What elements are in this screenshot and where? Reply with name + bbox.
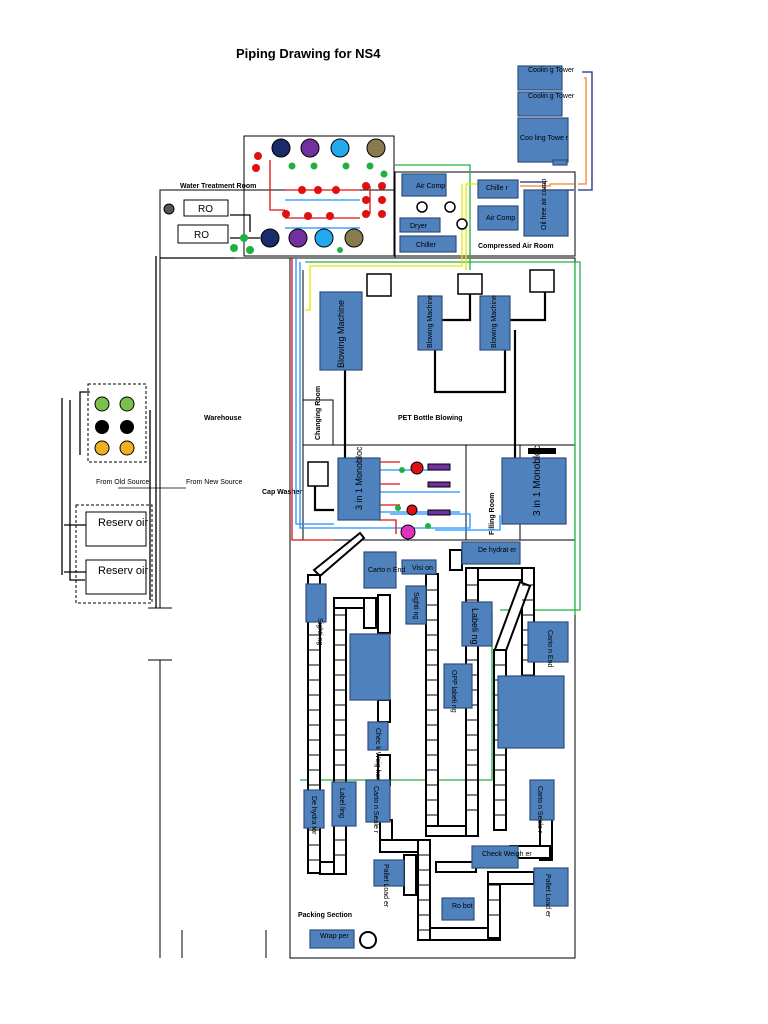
label-new-source: From New Source: [186, 479, 243, 486]
ro-1: [183, 199, 229, 217]
check-weighing-label: Chec k Weig her: [374, 728, 381, 780]
blowing-machine-1: [319, 291, 363, 371]
blowing-machine-3-label: Blowing Machine: [491, 295, 498, 348]
air-comp-1: [401, 173, 447, 197]
pallet-loader-2: [533, 867, 569, 907]
monobloc-2-label: 3 in 1 Monobloc: [532, 445, 543, 516]
carton-sealer-1-label: Carto n Seale r: [372, 786, 379, 834]
chiller-label: Chiller: [416, 242, 437, 249]
vision-label: Visi on: [412, 565, 433, 572]
monobloc-1: [337, 457, 381, 521]
dehydrator-2: [303, 789, 325, 829]
carton-sealer-1: [365, 779, 391, 823]
reservoir-2-label: Reserv oir: [98, 565, 148, 577]
carton-end-2: [527, 621, 569, 663]
monobloc-1-label: 3 in 1 Monobloc: [354, 446, 364, 510]
chiller: [399, 235, 457, 253]
label-cap-washer: Cap Washer: [262, 489, 302, 496]
labeling-3-label: Label ling: [338, 788, 345, 818]
chiller-top-label: Chille r: [486, 185, 508, 192]
sighting-1: [305, 583, 327, 623]
dryer: [399, 217, 441, 233]
oil-free-comp: [523, 189, 569, 237]
robot: [441, 897, 475, 921]
blowing-machine-3: [479, 295, 511, 351]
source-tanks: [94, 396, 135, 456]
label-warehouse: Warehouse: [204, 415, 242, 422]
carton-end-1: [363, 551, 397, 589]
case-packer: [497, 675, 565, 749]
label-packing: Packing Section: [298, 912, 352, 919]
sighting-2: [405, 585, 427, 625]
cooling-tower-1-label: Coolin g Tower: [528, 67, 575, 74]
ro-1-label: RO: [198, 204, 213, 215]
pallet-loader-2-label: Pallet Load er: [544, 874, 551, 918]
cooling-tower-3-label: Coo ling Towe r: [520, 135, 569, 142]
diagram-title: Piping Drawing for NS4: [236, 46, 381, 61]
blowing-machine-2: [417, 295, 443, 351]
water-tanks: [230, 138, 388, 254]
labeling-1: [461, 601, 493, 647]
carton-end-2-label: Carto n End: [546, 630, 553, 667]
robot-label: Ro bot: [452, 903, 473, 910]
check-weighing: [367, 721, 389, 751]
cooling-tower-2-label: Coolin g Tower: [528, 93, 575, 100]
pallet-loader-1-label: Pallet Load er: [382, 864, 389, 908]
label-compressed-air: Compressed Air Room: [478, 243, 554, 250]
dehydrator-label: De hydrat er: [478, 547, 517, 554]
pallet-loader-1: [373, 859, 405, 887]
sighting-1-label: Sighti ng: [316, 618, 323, 645]
ro-2: [177, 224, 229, 244]
reservoir-2: [85, 559, 147, 595]
ro-2-label: RO: [194, 230, 209, 241]
labeling-2-label: OPP labeli ng: [450, 670, 457, 713]
label-old-source: From Old Source: [96, 479, 149, 486]
carton-sealer-2: [529, 779, 555, 821]
label-changing-room: Changing Room: [315, 386, 322, 440]
labeling-1-label: Labeli ng: [470, 608, 480, 645]
cooling-towers: Coolin g Tower Coolin g Tower Coo ling T…: [517, 65, 575, 166]
reservoir-1-label: Reserv oir: [98, 517, 148, 529]
dryer-label: Dryer: [410, 223, 428, 230]
air-comp-1-label: Air Comp: [416, 183, 445, 190]
air-comp-2-label: Air Comp: [486, 215, 515, 222]
chiller-top: [477, 179, 519, 199]
water-tank-area: [243, 135, 395, 257]
labeling-2: [443, 663, 473, 709]
check-weigher: [471, 845, 519, 869]
conveyor-buffer: [349, 633, 391, 701]
carton-sealer-2-label: Carto n Seale r: [536, 786, 543, 834]
reservoir-1: [85, 511, 147, 547]
sighting-2-label: Sighti ng: [412, 592, 419, 619]
dehydrator: [461, 541, 521, 565]
label-filling-room: Filling Room: [489, 493, 496, 535]
compressed-air-room: [394, 171, 576, 257]
oil-free-comp-label: Oil free air comp: [541, 179, 548, 230]
blowing-machine-1-label: Blowing Machine: [336, 300, 346, 368]
air-comp-2: [477, 205, 519, 231]
changing-room-box: [302, 399, 334, 446]
blowing-machine-2-label: Blowing Machine: [427, 295, 434, 348]
labeling-3: [331, 781, 357, 827]
check-weigher-label: Check Weigh er: [482, 851, 532, 858]
monobloc-2: [501, 457, 567, 525]
carton-end-1-label: Carto n End: [368, 567, 405, 574]
label-pet-blowing: PET Bottle Blowing: [398, 415, 463, 422]
wrapper-label: Wrap per: [320, 933, 349, 940]
dehydrator-2-label: De hydra tor: [310, 796, 317, 835]
label-water-treatment: Water Treatment Room: [180, 183, 256, 190]
wrapper: [309, 929, 355, 949]
vision: [401, 559, 437, 575]
